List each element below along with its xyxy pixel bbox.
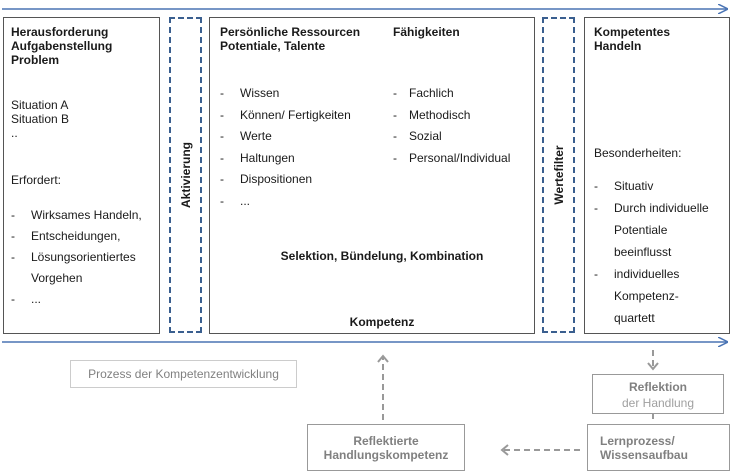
challenge-title: Herausforderung Aufgabenstellung Problem — [11, 25, 112, 67]
special-label: Besonderheiten: — [594, 146, 682, 160]
required-list: -Wirksames Handeln, -Entscheidungen, -Lö… — [11, 205, 156, 310]
list-item: -Wirksames Handeln, — [11, 208, 142, 222]
resources-title: Persönliche Ressourcen Potentiale, Talen… — [220, 25, 360, 53]
reflected-title-line: Handlungskompetenz — [323, 448, 449, 462]
list-item: -... — [220, 193, 251, 208]
selection-label: Selektion, Bündelung, Kombination — [280, 249, 484, 263]
list-item: -Werte — [220, 129, 272, 143]
situation-list: Situation A Situation B .. — [11, 98, 69, 140]
abilities-title: Fähigkeiten — [393, 25, 460, 39]
value-filter-box: Wertefilter — [542, 17, 575, 333]
list-item: beeinflusst — [614, 245, 672, 259]
competent-action-box: Kompetentes Handeln Besonderheiten: -Sit… — [584, 17, 730, 334]
list-item: Potentiale — [614, 223, 668, 237]
value-filter-label: Wertefilter — [551, 145, 566, 205]
reflection-subtitle: der Handlung — [621, 396, 695, 410]
situation-item: Situation A — [11, 98, 69, 112]
list-item: -Situativ — [594, 179, 654, 193]
process-label-box: Prozess der Kompetenzentwicklung — [70, 360, 297, 388]
list-item: -... — [11, 292, 42, 306]
special-list: -Situativ -Durch individuelle Potentiale… — [594, 175, 729, 329]
competent-title-line: Handeln — [594, 39, 642, 53]
list-item: Kompetenz- — [614, 289, 679, 303]
resources-title-line: Potentiale, Talente — [220, 39, 326, 53]
reflected-competence-box: Reflektierte Handlungskompetenz — [307, 424, 465, 471]
list-item: -Entscheidungen, — [11, 229, 121, 243]
learning-box: Lernprozess/ Wissensaufbau — [587, 424, 730, 471]
situation-item: Situation B — [11, 112, 70, 126]
list-item: -Dispositionen — [220, 172, 313, 186]
situation-item: .. — [11, 126, 18, 140]
process-label: Prozess der Kompetenzentwicklung — [88, 367, 279, 381]
list-item: -Sozial — [393, 129, 442, 143]
list-item: -Haltungen — [220, 150, 295, 165]
reflected-title: Reflektierte Handlungskompetenz — [308, 434, 464, 462]
list-item: quartett — [614, 311, 655, 325]
challenge-box: Herausforderung Aufgabenstellung Problem… — [3, 17, 160, 334]
resources-box: Persönliche Ressourcen Potentiale, Talen… — [209, 17, 535, 334]
activation-box: Aktivierung — [169, 17, 202, 333]
list-item: -Fachlich — [393, 86, 454, 100]
ability-list: -Fachlich -Methodisch -Sozial -Personal/… — [393, 83, 533, 169]
list-item: -Können/ Fertigkeiten — [220, 107, 351, 122]
reflected-title-line: Reflektierte — [353, 434, 419, 448]
challenge-title-line: Herausforderung — [11, 25, 109, 39]
list-item: Vorgehen — [31, 271, 83, 285]
challenge-title-line: Problem — [11, 53, 60, 67]
learning-title-line: Wissensaufbau — [600, 448, 688, 462]
list-item: -Wissen — [220, 86, 280, 100]
competence-label: Kompetenz — [349, 315, 415, 329]
list-item: -Personal/Individual — [393, 150, 511, 165]
activation-label: Aktivierung — [178, 141, 193, 209]
list-item: -Lösungsorientiertes — [11, 250, 136, 264]
list-item: -Durch individuelle — [594, 201, 709, 215]
resources-title-line: Persönliche Ressourcen — [220, 25, 361, 39]
learning-title-line: Lernprozess/ — [600, 434, 675, 448]
list-item: -individuelles — [594, 267, 680, 281]
required-label: Erfordert: — [11, 173, 62, 187]
competent-title-line: Kompetentes — [594, 25, 671, 39]
resource-list: -Wissen -Können/ Fertigkeiten -Werte -Ha… — [220, 83, 380, 212]
reflection-title: Reflektion — [628, 380, 687, 394]
challenge-title-line: Aufgabenstellung — [11, 39, 113, 53]
reflection-box: Reflektion der Handlung — [592, 374, 724, 414]
list-item: -Methodisch — [393, 107, 471, 122]
learning-title: Lernprozess/ Wissensaufbau — [600, 434, 688, 462]
competent-action-title: Kompetentes Handeln — [594, 25, 670, 53]
